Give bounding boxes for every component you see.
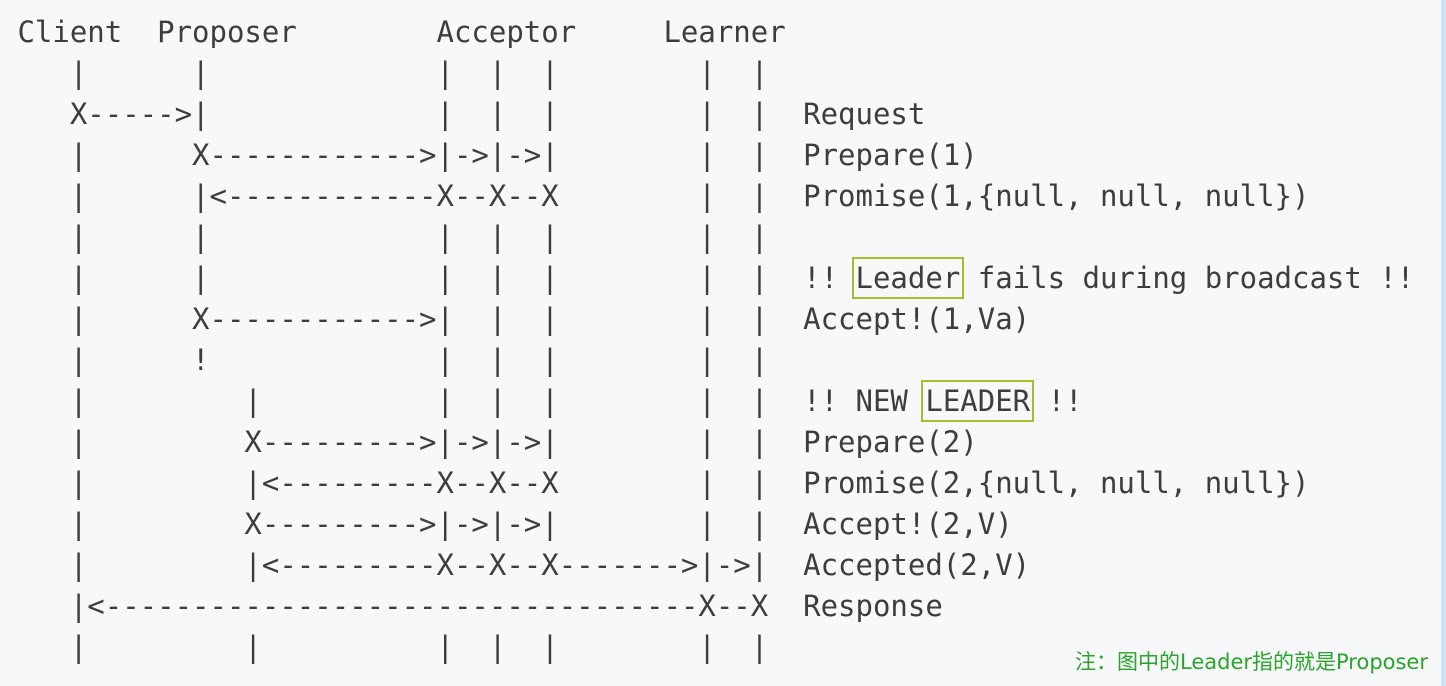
- row-new-leader-pre: | | | | | | | !! NEW: [0, 384, 926, 418]
- row-new-leader-post: !!: [1030, 384, 1083, 418]
- row-leader-fails-pre: | | | | | | | !!: [0, 261, 856, 295]
- row-prepare-2: | X--------->|->|->| | | Prepare(2): [0, 425, 978, 459]
- new-leader-highlight-box: LEADER: [921, 380, 1035, 422]
- row-leader-fails-post: fails during broadcast !!: [960, 261, 1415, 295]
- row-proposer-failure-mark: | ! | | | | |: [0, 343, 769, 377]
- row-request: X----->| | | | | | Request: [0, 97, 926, 131]
- row-accept-1: | X------------>| | | | | Accept!(1,Va): [0, 302, 1031, 336]
- row-new-leader: | | | | | | | !! NEW LEADER !!: [0, 380, 1414, 422]
- column-headers: Client Proposer Acceptor Learner: [0, 15, 786, 49]
- annotation-note: 注：图中的Leader指的就是Proposer: [1075, 650, 1428, 674]
- lifelines-row: | | | | | | |: [0, 630, 769, 664]
- row-promise-2: | |<---------X--X--X | | Promise(2,{null…: [0, 466, 1310, 500]
- row-promise-1: | |<------------X--X--X | | Promise(1,{n…: [0, 179, 1310, 213]
- row-accept-2: | X--------->|->|->| | | Accept!(2,V): [0, 507, 1013, 541]
- screen-right-edge: [1441, 0, 1446, 686]
- lifelines-row: | | | | | | |: [0, 56, 769, 90]
- row-accepted-2: | |<---------X--X--X------->|->| Accepte…: [0, 548, 1031, 582]
- row-prepare-1: | X------------>|->|->| | | Prepare(1): [0, 138, 978, 172]
- leader-highlight-box: Leader: [851, 257, 965, 299]
- paxos-ascii-diagram: Client Proposer Acceptor Learner | | | |…: [0, 15, 1415, 664]
- lifelines-row: | | | | | | |: [0, 220, 769, 254]
- row-leader-fails: | | | | | | | !! Leader fails during bro…: [0, 257, 1415, 299]
- row-response: |<----------------------------------X--X…: [0, 589, 943, 623]
